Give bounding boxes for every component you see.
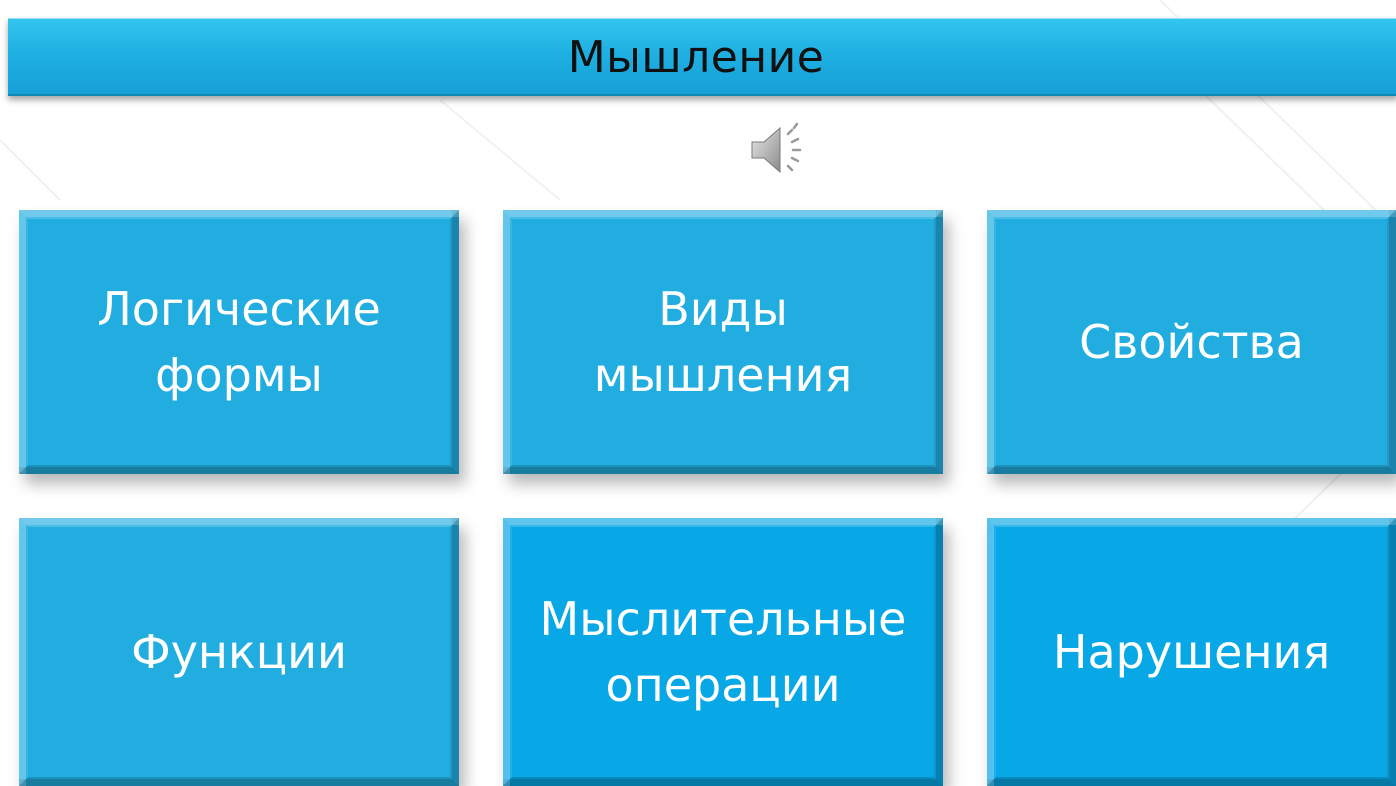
tile-label: Виды мышления bbox=[593, 282, 853, 402]
tile-label: Свойства bbox=[1079, 315, 1304, 369]
tile-label: Функции bbox=[131, 625, 347, 679]
tile-logical-forms[interactable]: Логические формы bbox=[19, 210, 459, 474]
tile-label: Логические формы bbox=[97, 282, 381, 402]
tile-properties[interactable]: Свойства bbox=[987, 210, 1396, 474]
tile-disorders[interactable]: Нарушения bbox=[987, 518, 1396, 786]
speaker-icon bbox=[751, 122, 802, 174]
audio-button[interactable] bbox=[748, 122, 814, 178]
tile-thinking-types[interactable]: Виды мышления bbox=[503, 210, 943, 474]
tile-label: Нарушения bbox=[1052, 625, 1331, 679]
tile-label: Мыслительные операции bbox=[539, 592, 907, 712]
title-bar: Мышление bbox=[8, 18, 1396, 96]
slide-title: Мышление bbox=[567, 31, 825, 83]
tile-functions[interactable]: Функции bbox=[19, 518, 459, 786]
tile-mental-operations[interactable]: Мыслительные операции bbox=[503, 518, 943, 786]
